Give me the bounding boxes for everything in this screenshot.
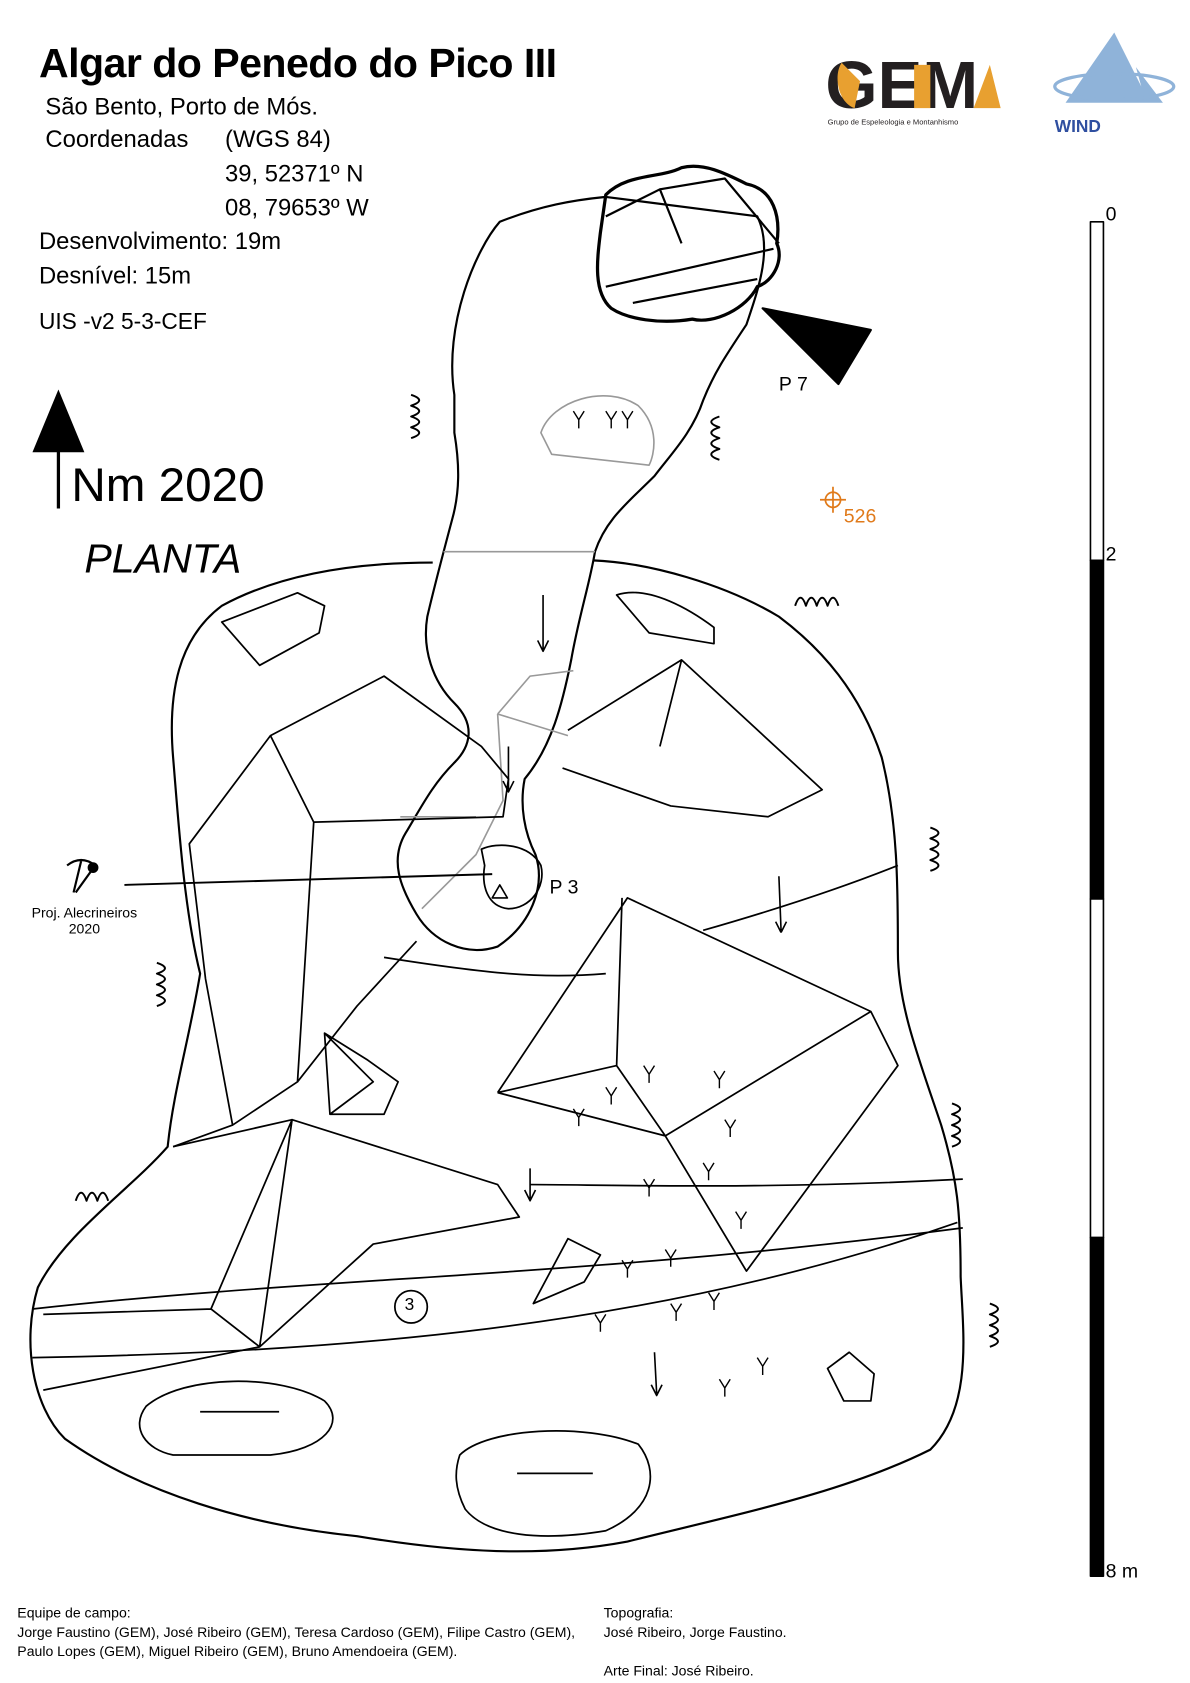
slope-arrows	[502, 594, 788, 1397]
view-label: PLANTA	[84, 536, 242, 583]
wall-symbols	[74, 393, 999, 1348]
team-line-2: Paulo Lopes (GEM), Miguel Ribeiro (GEM),…	[17, 1643, 458, 1660]
field-team: Equipe de campo: Jorge Faustino (GEM), J…	[17, 1603, 575, 1661]
svg-text:WIND: WIND	[1055, 116, 1101, 136]
project-year: 2020	[68, 920, 101, 937]
scale-label-0: 0	[1105, 203, 1117, 226]
svg-text:Grupo de Espeleologia e Montan: Grupo de Espeleologia e Montanhismo	[828, 117, 959, 126]
boulder-outlines	[32, 591, 963, 1537]
map-title: Algar do Penedo do Pico III	[38, 41, 557, 87]
north-arrow-icon	[32, 389, 85, 509]
art-credit: Arte Final: José Ribeiro.	[603, 1662, 754, 1679]
topo-names: José Ribeiro, Jorge Faustino.	[603, 1623, 787, 1641]
cave-outline-main	[29, 559, 965, 1553]
credits: Topografia: José Ribeiro, Jorge Faustino…	[604, 1603, 787, 1681]
project-name: Proj. Alecrineiros	[31, 904, 138, 921]
cave-outline-upper	[396, 195, 766, 951]
wind-logo: WIND	[1053, 32, 1176, 136]
team-line-1: Jorge Faustino (GEM), José Ribeiro (GEM)…	[17, 1623, 576, 1641]
development: Desenvolvimento: 19m	[38, 227, 282, 255]
section-marker-label: 3	[404, 1295, 415, 1315]
uis-grade: UIS -v2 5-3-CEF	[38, 309, 207, 335]
survey-station-label: 526	[843, 505, 877, 527]
pit-label-p7: P 7	[778, 373, 808, 395]
scale-label-8m: 8 m	[1105, 1559, 1139, 1582]
entrance-pit-p7	[595, 164, 781, 323]
pick-shovel-icon	[66, 858, 99, 894]
section-marker-circle	[393, 1289, 429, 1324]
pit-p3-triangle	[491, 884, 509, 899]
coordinates-label: Coordenadas	[45, 125, 189, 153]
scale-bar	[1089, 220, 1105, 1577]
pit-label-p3: P 3	[549, 876, 579, 898]
location: São Bento, Porto de Mós.	[45, 93, 318, 121]
gem-logo: GEM Grupo de Espeleologia e Montanhismo	[825, 48, 1001, 126]
latitude: 39, 52371º N	[225, 160, 364, 188]
survey-station-icon	[820, 486, 846, 513]
datum: (WGS 84)	[225, 125, 331, 153]
upper-level-lines	[400, 395, 655, 910]
scale-label-2: 2	[1105, 543, 1117, 565]
north-label: Nm 2020	[71, 458, 265, 512]
longitude: 08, 79653º W	[225, 193, 369, 221]
project-link-label: Proj. Alecrineiros 2020	[30, 904, 138, 936]
depth: Desnível: 15m	[38, 261, 192, 289]
pit-p7-arrow	[761, 307, 872, 386]
vegetation-symbols	[572, 410, 769, 1397]
team-title: Equipe de campo:	[17, 1604, 131, 1621]
topo-title: Topografia:	[603, 1604, 674, 1621]
project-leader-line	[124, 873, 493, 886]
